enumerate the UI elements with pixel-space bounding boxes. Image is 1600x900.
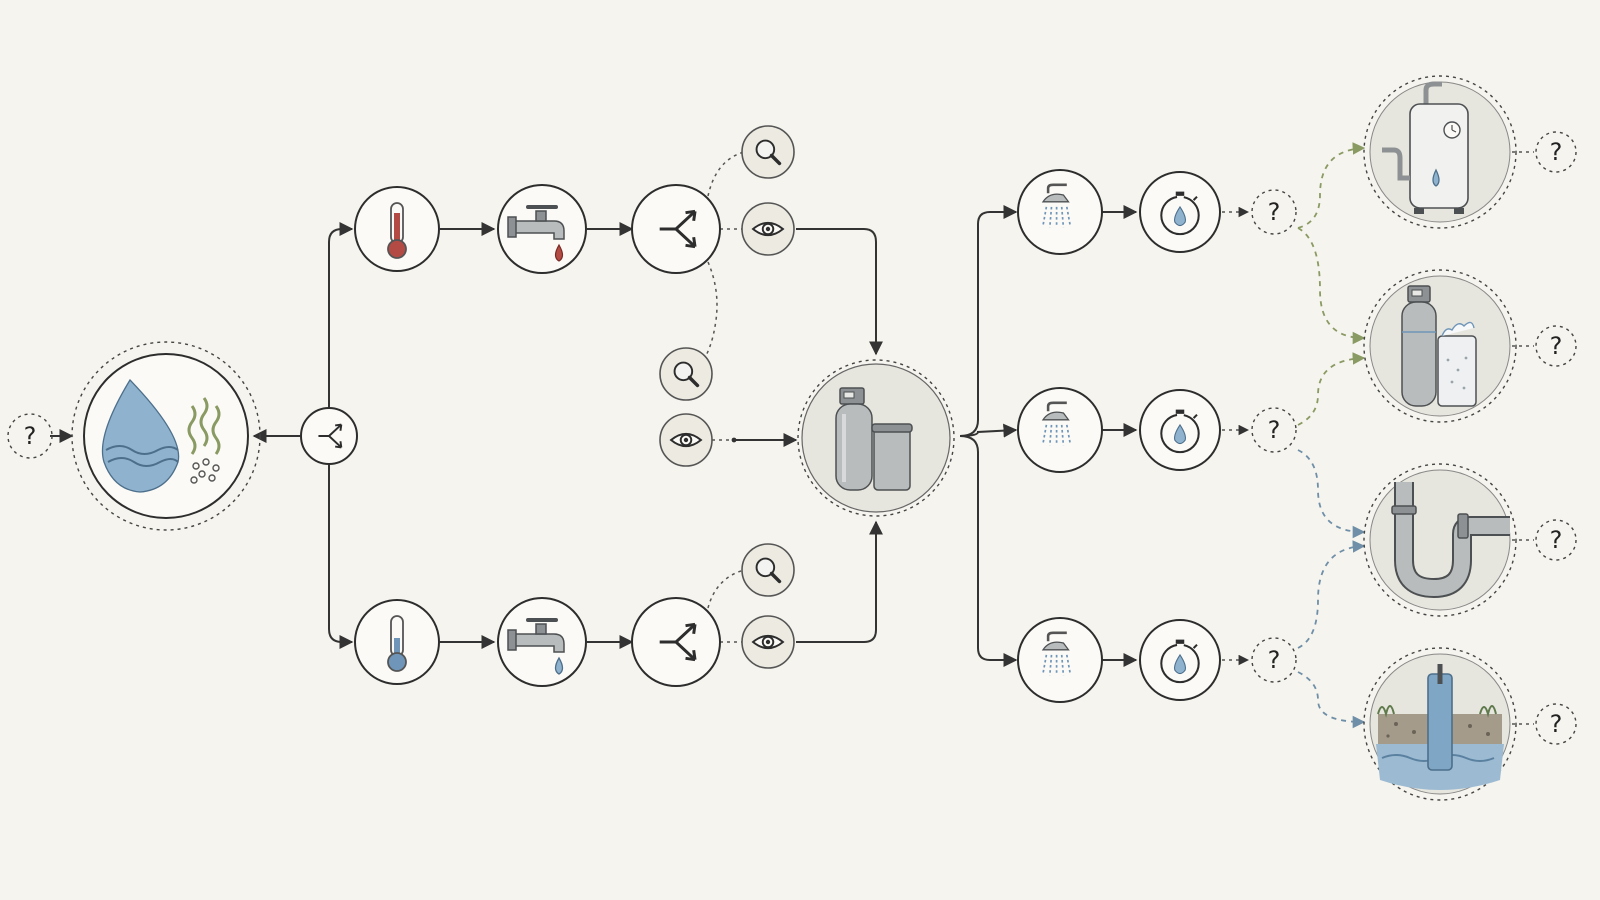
thermometer-cold-icon	[387, 615, 407, 672]
water-heater-icon	[1382, 81, 1469, 214]
cold-faucet-node[interactable]	[497, 597, 587, 687]
softener-with-salt-tank-icon	[1401, 285, 1477, 407]
unknown-start-label: ?	[24, 422, 37, 450]
unknown-softener-salt-label: ?	[1550, 332, 1563, 360]
source-water-node[interactable]	[71, 341, 261, 531]
faucet-hot-drip-icon	[507, 205, 565, 262]
unknown-well[interactable]: ?	[1535, 703, 1577, 745]
unknown-pipe[interactable]: ?	[1535, 519, 1577, 561]
water-heater-node[interactable]	[1363, 75, 1517, 229]
edge-split-to-cold-branch	[328, 464, 354, 649]
well-node[interactable]	[1363, 647, 1517, 801]
shower-node-mid[interactable]	[1017, 387, 1103, 473]
unknown-top-label: ?	[1268, 198, 1281, 226]
unknown-heater[interactable]: ?	[1535, 131, 1577, 173]
unknown-heater-label: ?	[1550, 138, 1563, 166]
unknown-top[interactable]: ?	[1251, 189, 1297, 235]
edge-eye-to-softener-bottom	[796, 520, 883, 643]
shower-node-bottom[interactable]	[1017, 617, 1103, 703]
edge-eye-to-softener-top	[796, 228, 883, 356]
unknown-well-label: ?	[1550, 710, 1563, 738]
edge-bottom-unknown-to-pipe	[1297, 540, 1366, 649]
unknown-pipe-label: ?	[1550, 526, 1563, 554]
unknown-softener-salt[interactable]: ?	[1535, 325, 1577, 367]
hot-magnifier-node[interactable]	[741, 125, 795, 179]
groundwater-well-icon	[1376, 664, 1504, 790]
faucet-cold-drip-icon	[507, 618, 565, 675]
mid-magnifier-node[interactable]	[659, 347, 713, 401]
hot-faucet-node[interactable]	[497, 184, 587, 274]
edge-mid-junction-dot	[731, 437, 737, 443]
split-node[interactable]	[300, 407, 358, 465]
edge-bottom-unknown-to-well	[1297, 671, 1366, 729]
water-drop-with-odor-and-particles-icon	[101, 378, 221, 493]
cold-magnifier-node[interactable]	[741, 543, 795, 597]
hot-split-node[interactable]	[631, 184, 721, 274]
edge-softener-to-shower-mid	[959, 423, 1018, 438]
p-trap-pipe-icon	[1391, 482, 1510, 598]
mid-eye-node[interactable]	[659, 413, 713, 467]
edge-hot-split-to-lower-magnifier	[699, 261, 718, 366]
edge-mid-unknown-to-pipe	[1297, 449, 1366, 539]
pipe-node[interactable]	[1363, 463, 1517, 617]
edge-softener-to-shower-bottom	[959, 435, 1018, 667]
softener-salt-node[interactable]	[1363, 269, 1517, 423]
unknown-mid[interactable]: ?	[1251, 407, 1297, 453]
edge-hot-split-to-magnifier	[707, 151, 745, 197]
cold-eye-node[interactable]	[741, 615, 795, 669]
timer-node-mid[interactable]	[1139, 389, 1221, 471]
softener-node[interactable]	[797, 359, 955, 517]
edge-top-unknown-to-heater	[1297, 142, 1366, 229]
hot-thermometer-node[interactable]	[354, 186, 440, 272]
edge-softener-to-shower-top	[959, 205, 1018, 437]
unknown-bottom[interactable]: ?	[1251, 637, 1297, 683]
timer-node-top[interactable]	[1139, 171, 1221, 253]
edge-top-unknown-to-softener-salt	[1297, 227, 1366, 345]
cold-split-node[interactable]	[631, 597, 721, 687]
edge-mid-unknown-to-softener-salt	[1297, 352, 1366, 426]
unknown-mid-label: ?	[1268, 416, 1281, 444]
hot-eye-node[interactable]	[741, 202, 795, 256]
edges	[50, 142, 1534, 729]
cold-thermometer-node[interactable]	[354, 599, 440, 685]
shower-node-top[interactable]	[1017, 169, 1103, 255]
edge-cold-split-to-magnifier	[707, 569, 745, 609]
unknown-bottom-label: ?	[1268, 646, 1281, 674]
timer-node-bottom[interactable]	[1139, 619, 1221, 701]
water-softener-icon	[835, 387, 913, 491]
unknown-start[interactable]: ?	[7, 413, 53, 459]
thermometer-hot-icon	[387, 202, 407, 259]
edge-split-to-hot-branch	[328, 222, 354, 408]
